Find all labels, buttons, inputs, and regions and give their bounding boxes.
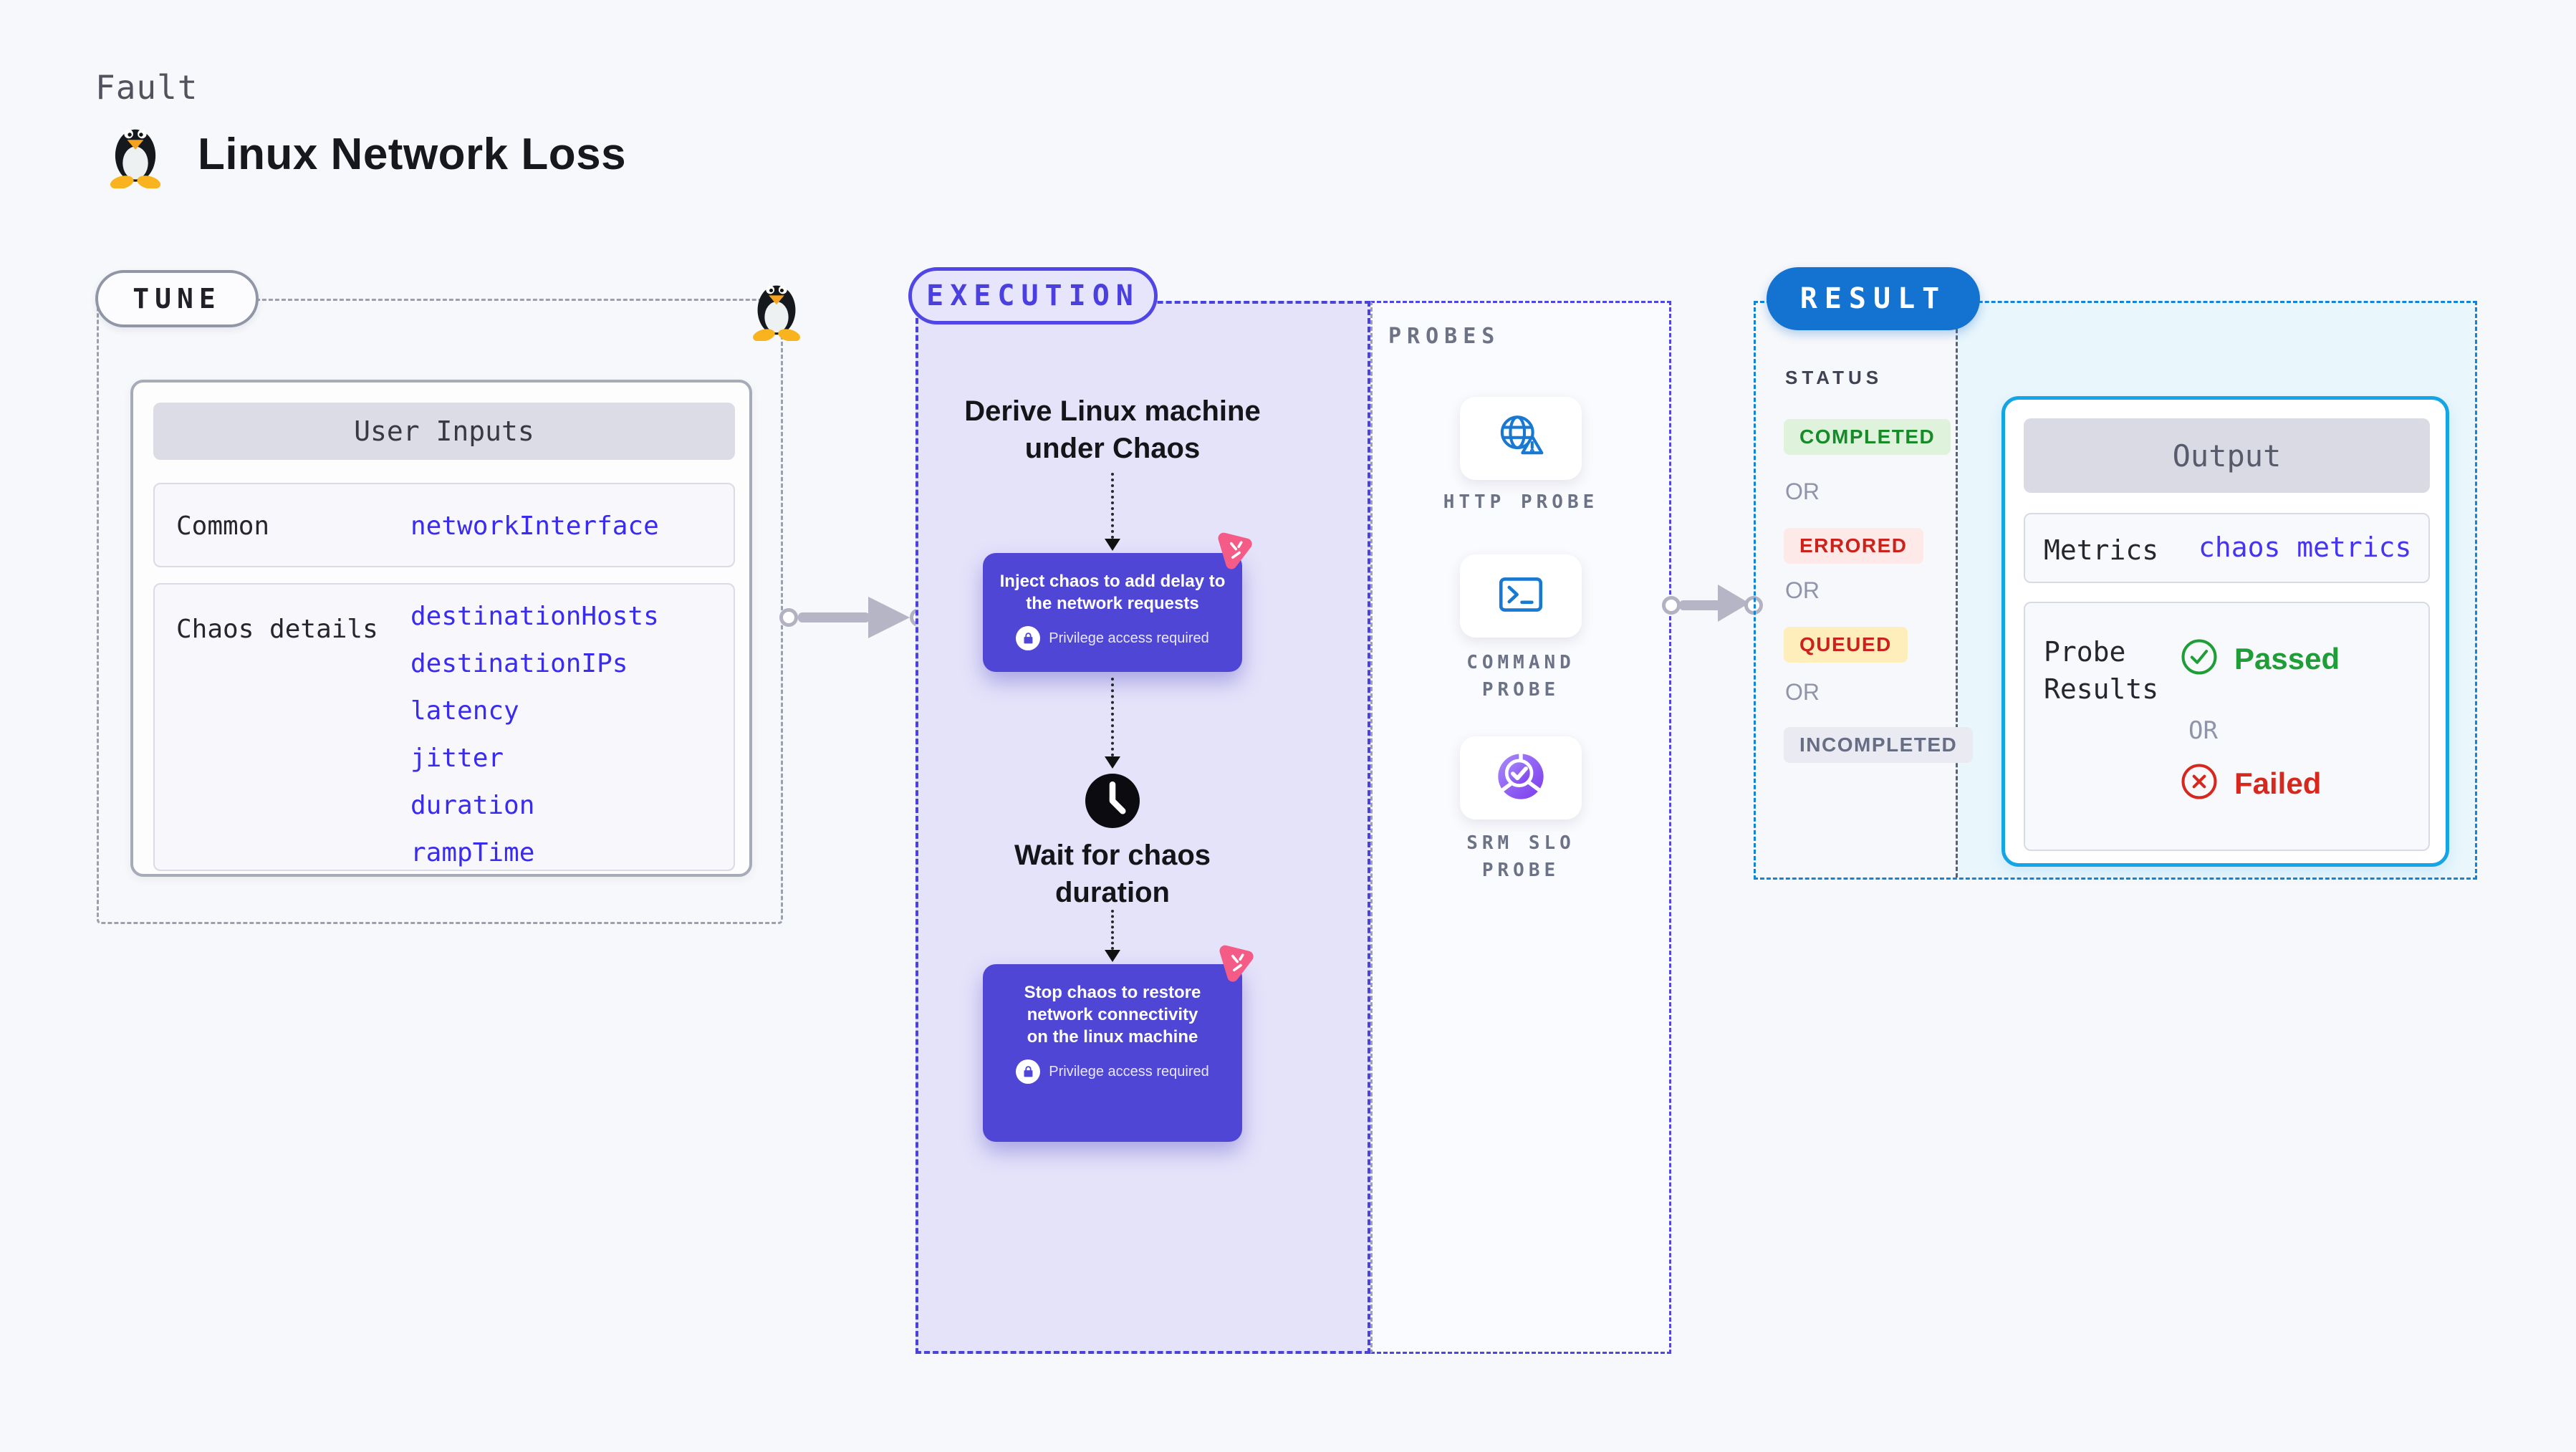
stop-chaos-node: Stop chaos to restore network connectivi…: [983, 964, 1242, 1142]
or-label: OR: [1785, 679, 1820, 705]
lock-icon: [1016, 1059, 1041, 1084]
wait-step-text: Wait for chaos duration: [1014, 840, 1211, 908]
flow-connector: [1111, 473, 1114, 539]
flow-connector: [1111, 910, 1114, 950]
input-value: duration: [410, 791, 535, 820]
http-probe-card: [1460, 397, 1582, 480]
terminal-icon: [1494, 568, 1547, 625]
metrics-row: Metrics chaos metrics: [2024, 513, 2430, 583]
failed-label: Failed: [2234, 766, 2322, 800]
srm-slo-probe-card: [1460, 736, 1582, 819]
probe-results-label: Probe Results: [2044, 636, 2159, 705]
input-row-common: Common networkInterface: [153, 483, 735, 567]
input-row-label: Chaos details: [176, 615, 378, 644]
arrow-right-icon: [868, 597, 910, 638]
result-region: [1754, 301, 2477, 880]
or-label: OR: [1785, 479, 1820, 504]
input-row-label: Common: [176, 511, 270, 541]
user-inputs-card: User Inputs Common networkInterface Chao…: [130, 380, 752, 877]
clock-icon: [1085, 774, 1140, 828]
execution-badge: EXECUTION: [908, 267, 1158, 324]
probes-label: PROBES: [1388, 324, 1501, 349]
derive-step-text: Derive Linux machine under Chaos: [964, 395, 1261, 464]
passed-label: Passed: [2234, 641, 2340, 675]
arrow-down-icon: [1105, 539, 1120, 551]
input-value: destinationIPs: [410, 649, 628, 678]
user-inputs-header: User Inputs: [153, 403, 735, 460]
metrics-value: chaos metrics: [2198, 532, 2412, 563]
connector-start-dot: [779, 608, 798, 627]
input-value: jitter: [410, 744, 504, 773]
execution-region: [915, 301, 1370, 1354]
input-value: rampTime: [410, 838, 535, 867]
globe-warning-icon: [1494, 410, 1548, 468]
lock-icon: [1016, 626, 1041, 650]
page-title: Linux Network Loss: [198, 130, 627, 179]
input-value: networkInterface: [410, 511, 659, 541]
output-header: Output: [2024, 418, 2430, 493]
connector-start-dot: [1662, 596, 1681, 615]
arrow-right-icon: [1679, 600, 1726, 610]
or-label: OR: [2188, 716, 2218, 745]
status-badge-incompleted: INCOMPLETED: [1784, 727, 1974, 763]
input-row-chaos-details: Chaos details destinationHosts destinati…: [153, 583, 735, 871]
input-value: latency: [410, 696, 519, 726]
command-probe-label: COMMAND PROBE: [1466, 652, 1575, 701]
check-circle-icon: [2180, 638, 2219, 680]
x-circle-icon: [2180, 762, 2219, 804]
arrow-right-icon: [1718, 585, 1749, 622]
srm-slo-probe-label: SRM SLO PROBE: [1466, 832, 1575, 881]
status-badge-completed: COMPLETED: [1784, 419, 1951, 455]
probe-results-row: Probe Results Passed OR: [2024, 602, 2430, 851]
tux-penguin-icon: [105, 117, 166, 192]
metrics-label: Metrics: [2044, 534, 2159, 566]
arrow-right-icon: [798, 612, 870, 622]
input-value: destinationHosts: [410, 602, 659, 631]
privilege-note: Privilege access required: [1049, 1063, 1209, 1080]
output-card: Output Metrics chaos metrics Probe Resul…: [2001, 396, 2449, 867]
or-label: OR: [1785, 577, 1820, 603]
arrow-down-icon: [1105, 756, 1120, 769]
status-badge-queued: QUEUED: [1784, 627, 1908, 663]
inject-chaos-node: Inject chaos to add delay to the network…: [983, 553, 1242, 672]
status-badge-errored: ERRORED: [1784, 528, 1923, 564]
privilege-note: Privilege access required: [1049, 630, 1209, 646]
result-badge: RESULT: [1767, 267, 1980, 330]
inject-chaos-text: Inject chaos to add delay to the network…: [999, 572, 1226, 613]
tune-badge: TUNE: [95, 270, 259, 327]
litmus-chaos-icon: [1213, 528, 1257, 572]
command-probe-card: [1460, 554, 1582, 638]
arrow-down-icon: [1105, 950, 1120, 962]
pie-check-icon: [1494, 749, 1548, 807]
status-label: STATUS: [1785, 367, 1883, 388]
stop-chaos-text: Stop chaos to restore network connectivi…: [1024, 983, 1201, 1047]
flow-connector: [1111, 678, 1114, 756]
litmus-chaos-icon: [1214, 941, 1259, 985]
fault-kicker: Fault: [95, 68, 198, 107]
http-probe-label: HTTP PROBE: [1443, 491, 1599, 513]
tux-penguin-icon: [748, 274, 805, 344]
